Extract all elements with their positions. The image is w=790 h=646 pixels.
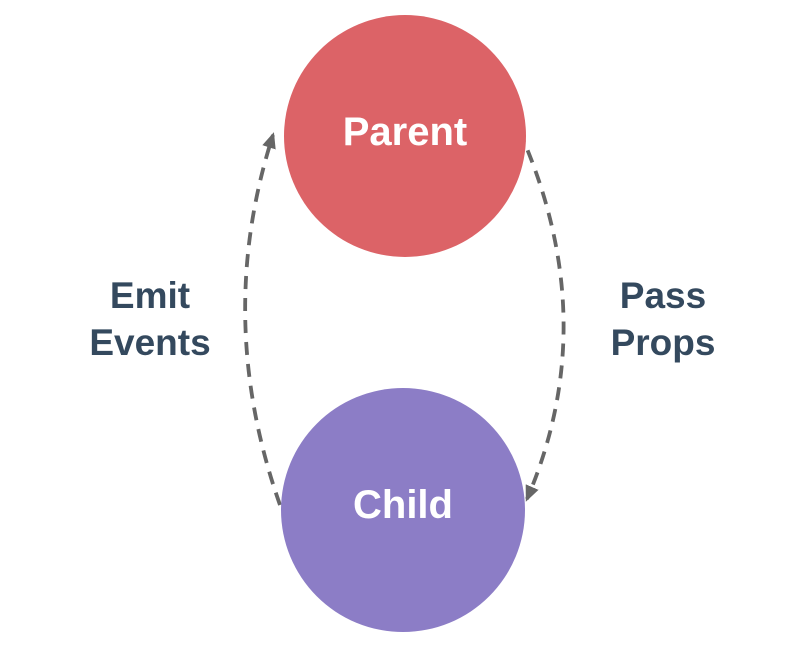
emit-events-arrow [243,132,282,506]
pass-props-label-line2: Props [611,322,716,363]
parent-node-label: Parent [343,110,468,154]
child-node-label: Child [353,483,453,527]
emit-events-label-line2: Events [89,322,210,363]
parent-node [284,15,526,257]
pass-props-label-line1: Pass [620,275,706,316]
pass-props-arrow [517,129,566,502]
child-node [281,388,525,632]
emit-events-label-line1: Emit [110,275,190,316]
